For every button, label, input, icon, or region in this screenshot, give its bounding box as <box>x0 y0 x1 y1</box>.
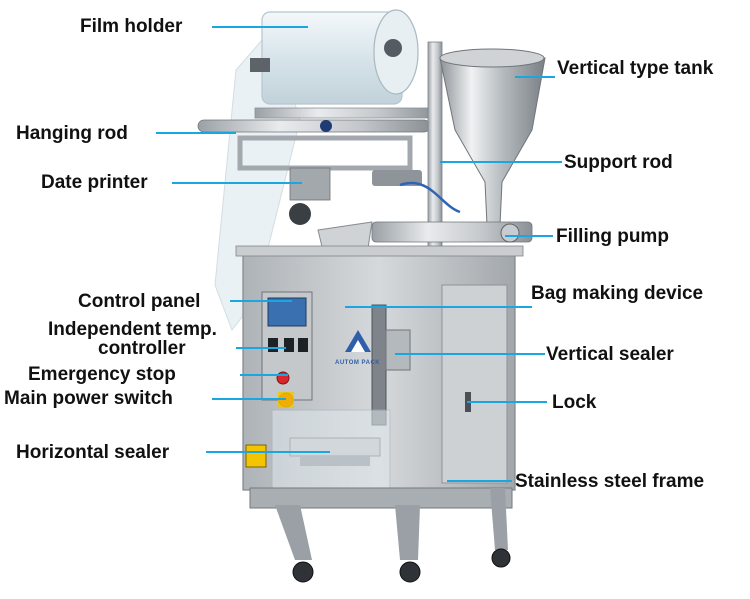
left-leg <box>275 505 312 560</box>
label-date-printer: Date printer <box>41 172 148 193</box>
temp-controller-1 <box>268 338 278 352</box>
label-film-holder: Film holder <box>80 16 183 37</box>
label-bag-making-device: Bag making device <box>531 283 704 304</box>
filling-pump-valve <box>500 223 520 243</box>
air-hose <box>399 181 461 214</box>
warning-sticker <box>245 444 267 468</box>
label-main-power-switch: Main power switch <box>4 388 173 409</box>
filling-pump-body <box>371 221 533 243</box>
cabinet-door <box>441 284 508 484</box>
brand-logo <box>345 330 371 352</box>
rear-wheel <box>491 548 511 568</box>
label-control-panel: Control panel <box>78 291 201 312</box>
vertical-sealer-plate <box>385 329 411 371</box>
machine-top-ledge <box>235 245 524 257</box>
label-support-rod: Support rod <box>564 152 673 173</box>
top-frame-bar <box>254 107 436 119</box>
temp-controller-2 <box>284 338 294 352</box>
label-independent-temp: Independent temp. <box>48 319 217 340</box>
label-filling-pump: Filling pump <box>556 226 669 247</box>
label-hanging-rod: Hanging rod <box>16 123 128 144</box>
rear-leg <box>490 488 508 550</box>
film-roll-hub <box>384 39 402 57</box>
leader-lines <box>156 26 562 482</box>
emergency-stop-button <box>276 371 290 385</box>
label-vertical-type-tank: Vertical type tank <box>557 58 714 79</box>
label-lock: Lock <box>552 392 597 413</box>
front-left-wheel <box>292 561 314 583</box>
machine-base <box>249 487 513 509</box>
hanging-rod-knob <box>320 120 332 132</box>
brand-logo-text: AUTOM PACK <box>335 360 381 366</box>
label-vertical-sealer: Vertical sealer <box>546 344 674 365</box>
date-printer-wheel <box>289 203 311 225</box>
label-horizontal-sealer: Horizontal sealer <box>16 442 170 463</box>
label-controller: controller <box>98 338 186 359</box>
hanging-rod-bar <box>197 119 431 133</box>
label-emergency-stop: Emergency stop <box>28 364 176 385</box>
safety-guard <box>271 409 391 501</box>
film-shaft <box>250 58 270 72</box>
label-stainless-steel-frame: Stainless steel frame <box>515 471 705 492</box>
vertical-tank-shape <box>439 57 546 226</box>
front-right-wheel <box>399 561 421 583</box>
control-screen <box>267 297 307 327</box>
temp-controller-3 <box>298 338 308 352</box>
right-leg <box>395 505 420 560</box>
vertical-tank-rim <box>439 48 545 68</box>
